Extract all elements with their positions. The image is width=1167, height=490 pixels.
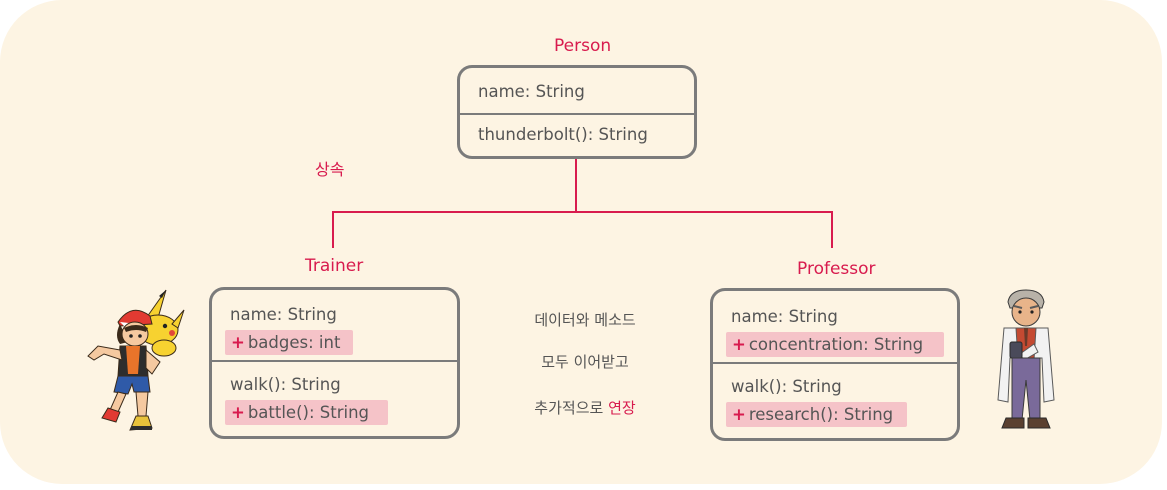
added-marker: + bbox=[231, 403, 245, 422]
inheritance-label: 상속 bbox=[315, 160, 345, 179]
professor-added-attribute-text: concentration: String bbox=[748, 335, 924, 354]
added-marker: + bbox=[732, 335, 746, 354]
person-class-box: name: String thunderbolt(): String bbox=[457, 65, 697, 159]
professor-separator bbox=[713, 362, 957, 364]
professor-class-box: name: String +concentration: String walk… bbox=[710, 288, 960, 441]
professor-added-method: +research(): String bbox=[726, 402, 907, 427]
trainer-added-attribute: +badges: int bbox=[225, 330, 353, 355]
person-method: thunderbolt(): String bbox=[478, 125, 648, 144]
note-line-1: 데이터와 메소드 bbox=[534, 311, 636, 329]
trainer-separator bbox=[212, 360, 457, 362]
trainer-class-box: name: String +badges: int walk(): String… bbox=[209, 287, 460, 439]
professor-added-method-text: research(): String bbox=[748, 405, 894, 424]
inheritance-line-professor bbox=[831, 211, 833, 248]
note-line-2: 모두 이어받고 bbox=[541, 353, 629, 371]
added-marker: + bbox=[732, 405, 746, 424]
professor-added-attribute: +concentration: String bbox=[726, 332, 944, 357]
professor-attribute: name: String bbox=[731, 307, 838, 326]
inheritance-line-horizontal bbox=[332, 211, 833, 213]
trainer-added-method: +battle(): String bbox=[225, 400, 388, 425]
person-attribute: name: String bbox=[478, 82, 585, 101]
note-line-3-highlight: 연장 bbox=[608, 399, 636, 417]
inheritance-line-stem bbox=[575, 159, 577, 212]
professor-class-title: Professor bbox=[797, 259, 876, 279]
professor-illustration bbox=[997, 289, 1055, 429]
professor-method: walk(): String bbox=[731, 377, 842, 396]
trainer-with-pikachu-illustration bbox=[87, 289, 185, 431]
person-class-title: Person bbox=[554, 36, 612, 56]
trainer-added-attribute-text: badges: int bbox=[247, 333, 341, 352]
inheritance-line-trainer bbox=[332, 211, 334, 248]
note-line-3: 추가적으로 연장 bbox=[485, 397, 685, 418]
trainer-class-title: Trainer bbox=[305, 256, 364, 276]
trainer-added-method-text: battle(): String bbox=[247, 403, 370, 422]
note-line-3-prefix: 추가적으로 bbox=[534, 399, 609, 417]
added-marker: + bbox=[231, 333, 245, 352]
trainer-method: walk(): String bbox=[230, 375, 341, 394]
person-separator bbox=[460, 113, 694, 115]
trainer-attribute: name: String bbox=[230, 305, 337, 324]
